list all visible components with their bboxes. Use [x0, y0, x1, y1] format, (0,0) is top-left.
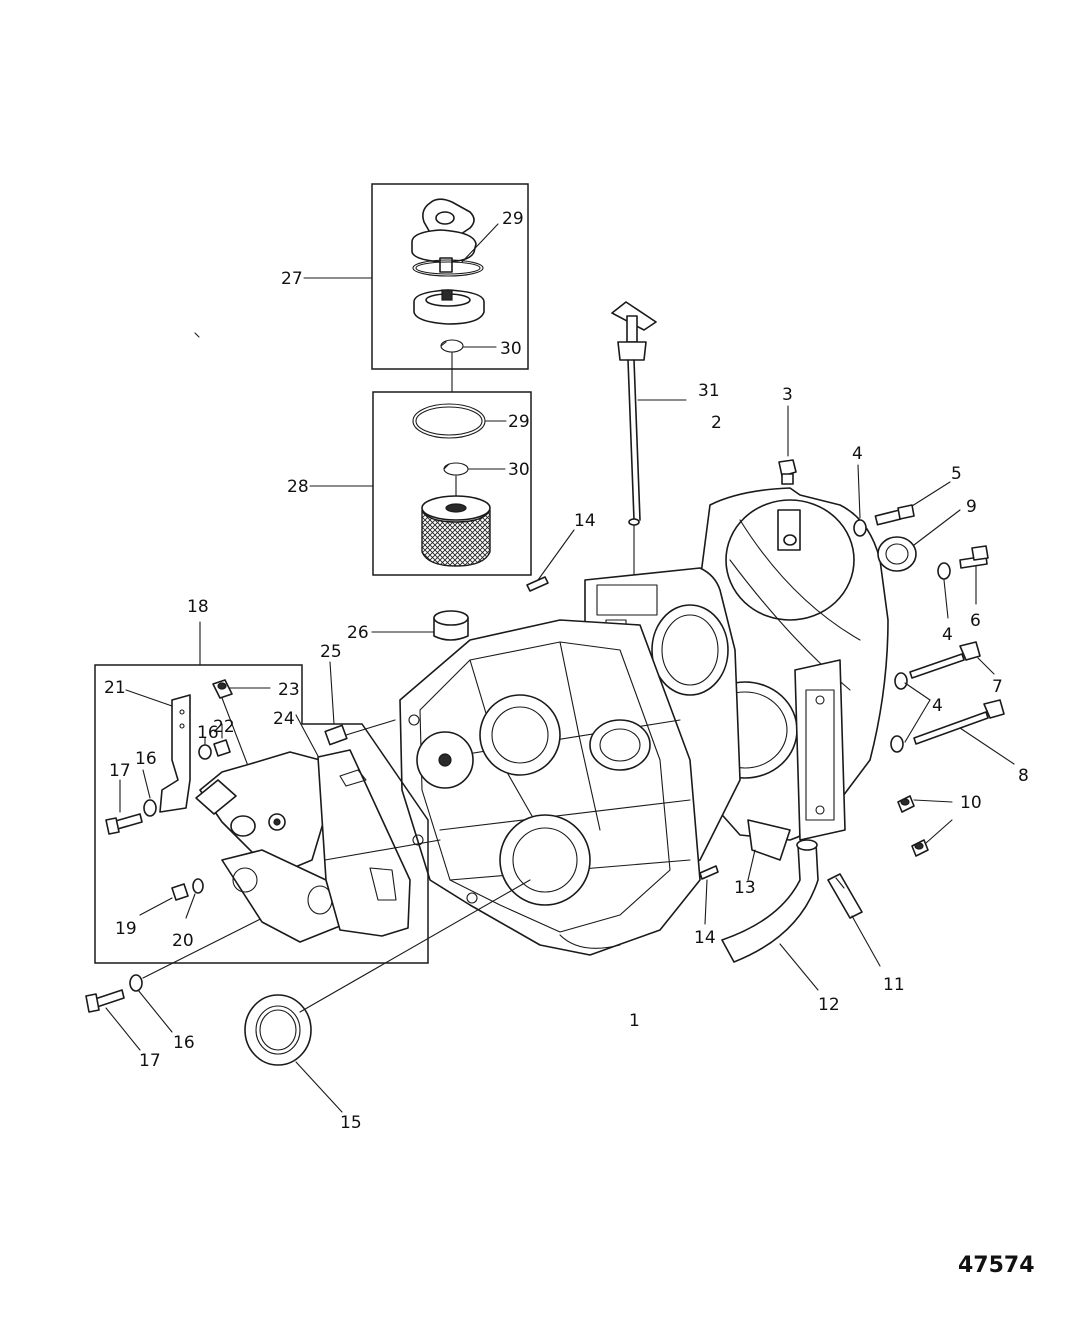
callout-28: 28	[287, 477, 309, 497]
callout-29a: 29	[502, 209, 524, 229]
breather-plug	[778, 405, 797, 485]
callout-8: 8	[1018, 766, 1029, 786]
callout-30b: 30	[508, 460, 530, 480]
callout-20: 20	[172, 931, 194, 951]
callout-25: 25	[320, 642, 342, 662]
hose-clamp	[827, 873, 881, 967]
washer	[890, 735, 904, 753]
callout-5: 5	[951, 464, 962, 484]
callout-19: 19	[115, 919, 137, 939]
scan-speck	[194, 332, 200, 338]
plug-26	[371, 610, 469, 641]
hose-fitting	[747, 819, 791, 881]
transmission-housing	[399, 487, 889, 956]
callout-3: 3	[782, 385, 793, 405]
callout-4c: 4	[932, 696, 943, 716]
drain-plugs	[897, 795, 953, 857]
callout-29b: 29	[508, 412, 530, 432]
callout-10: 10	[960, 793, 982, 813]
dipstick	[611, 301, 687, 576]
filter-assembly-box	[309, 391, 532, 576]
callout-14b: 14	[694, 928, 716, 948]
front-seal-15	[244, 879, 531, 1113]
washer	[853, 519, 867, 537]
callout-23: 23	[278, 680, 300, 700]
callout-14a: 14	[574, 511, 596, 531]
plug-25	[324, 661, 396, 746]
callout-11: 11	[883, 975, 905, 995]
callout-4a: 4	[852, 444, 863, 464]
callout-17b: 17	[139, 1051, 161, 1071]
callout-12: 12	[818, 995, 840, 1015]
callout-4b: 4	[942, 625, 953, 645]
callout-16c: 16	[173, 1033, 195, 1053]
callout-2: 2	[711, 413, 722, 433]
callout-30a: 30	[500, 339, 522, 359]
callout-22: 22	[213, 717, 235, 737]
callout-9: 9	[966, 497, 977, 517]
washer	[937, 562, 951, 580]
figure-number: 47574	[958, 1253, 1035, 1278]
callout-13: 13	[734, 878, 756, 898]
callout-21: 21	[104, 678, 126, 698]
breather-hose	[721, 839, 819, 991]
bolt-7	[909, 641, 995, 679]
bolt-5	[874, 481, 951, 526]
callout-16a: 16	[135, 749, 157, 769]
bolt-8	[913, 699, 1015, 765]
callout-labels: 1 2 3 4 4 4 5 6 7 8 9 10 11 12 13 14 14 …	[104, 209, 1029, 1133]
callout-18: 18	[187, 597, 209, 617]
callout-27: 27	[281, 269, 303, 289]
washer	[894, 672, 908, 690]
callout-16b: 16	[197, 723, 219, 743]
dowel-pins	[526, 529, 719, 925]
filler-cap-assembly-box	[303, 183, 529, 393]
callout-6: 6	[970, 611, 981, 631]
callout-31: 31	[698, 381, 720, 401]
callout-17a: 17	[109, 761, 131, 781]
callout-7: 7	[992, 677, 1003, 697]
pump-assembly-box	[94, 621, 441, 964]
callout-15: 15	[340, 1113, 362, 1133]
callout-1: 1	[629, 1011, 640, 1031]
shaft-seal-9	[877, 509, 961, 572]
callout-26: 26	[347, 623, 369, 643]
callout-24: 24	[273, 709, 295, 729]
bolt-6	[959, 545, 989, 605]
